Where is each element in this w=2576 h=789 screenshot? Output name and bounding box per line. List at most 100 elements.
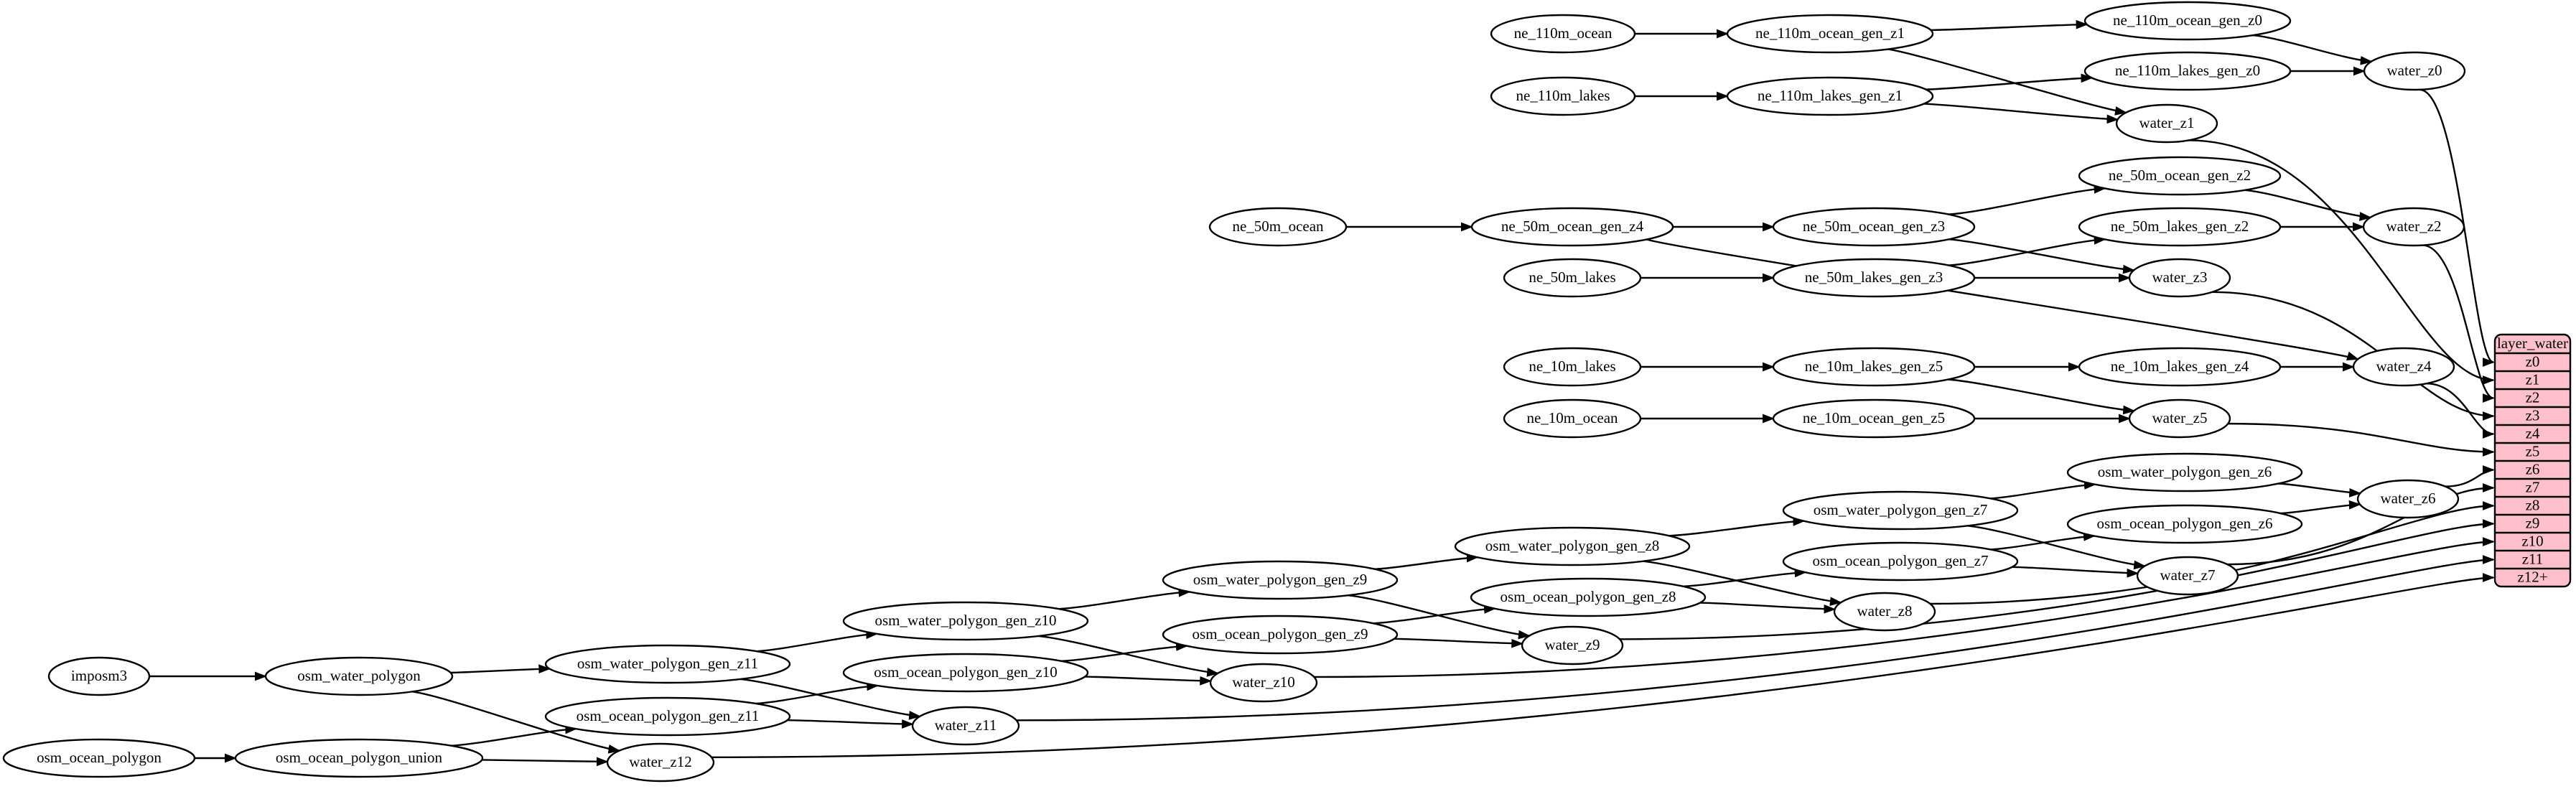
node-osm_water_polygon_gen_z7[interactable]: osm_water_polygon_gen_z7 [1782, 490, 2019, 531]
node-ne_110m_ocean_gen_z1[interactable]: ne_110m_ocean_gen_z1 [1726, 14, 1934, 54]
node-shape [1470, 207, 1674, 247]
legend-row-z12plus[interactable]: z12+ [2517, 568, 2547, 585]
legend-row-z9[interactable]: z9 [2526, 514, 2540, 531]
node-ne_50m_ocean_gen_z3[interactable]: ne_50m_ocean_gen_z3 [1772, 207, 1976, 247]
node-shape [1503, 398, 1642, 439]
node-label: osm_ocean_polygon_gen_z11 [577, 707, 760, 724]
node-label: ne_10m_lakes_gen_z4 [2111, 358, 2249, 375]
node-ne_50m_ocean_gen_z4[interactable]: ne_50m_ocean_gen_z4 [1470, 207, 1674, 247]
node-osm_water_polygon[interactable]: osm_water_polygon [264, 656, 454, 696]
node-water_z10[interactable]: water_z10 [1209, 663, 1318, 703]
node-osm_water_polygon_gen_z10[interactable]: osm_water_polygon_gen_z10 [842, 601, 1089, 641]
node-ne_110m_ocean_gen_z0[interactable]: ne_110m_ocean_gen_z0 [2083, 1, 2292, 41]
node-osm_water_polygon_gen_z6[interactable]: osm_water_polygon_gen_z6 [2066, 452, 2303, 492]
edge-osm_ocean_polygon_gen_z11-to-water_z11 [787, 719, 914, 729]
legend-row-z4[interactable]: z4 [2526, 424, 2540, 442]
legend-row-z2[interactable]: z2 [2526, 388, 2540, 406]
legend-row-z6[interactable]: z6 [2526, 460, 2540, 477]
node-ne_110m_lakes[interactable]: ne_110m_lakes [1490, 76, 1636, 116]
node-ne_10m_lakes[interactable]: ne_10m_lakes [1503, 347, 1642, 387]
legend-row-z0[interactable]: z0 [2526, 353, 2540, 370]
node-label: water_z11 [935, 716, 997, 734]
legend-layer: layer_waterz0z1z2z3z4z5z6z7z8z9z10z11z12… [2493, 333, 2572, 588]
node-water_z2[interactable]: water_z2 [2362, 207, 2465, 247]
node-water_z5[interactable]: water_z5 [2128, 398, 2231, 439]
node-ne_50m_lakes_gen_z3[interactable]: ne_50m_lakes_gen_z3 [1772, 258, 1976, 298]
edge-ne_10m_lakes_gen_z5-to-water_z5 [1948, 378, 2135, 415]
node-shape [1490, 76, 1636, 116]
node-imposm3[interactable]: imposm3 [47, 656, 151, 696]
node-shape [1772, 258, 1976, 298]
edge-ne_50m_ocean_gen_z4-to-water_z4 [1646, 238, 2359, 361]
legend-row-z1[interactable]: z1 [2526, 370, 2540, 388]
node-water_z8[interactable]: water_z8 [1833, 592, 1936, 632]
edge-ne_50m_lakes_gen_z3-to-ne_50m_lakes_gen_z2 [1949, 235, 2106, 266]
node-water_z12[interactable]: water_z12 [606, 742, 715, 783]
node-osm_ocean_polygon_gen_z7[interactable]: osm_ocean_polygon_gen_z7 [1782, 541, 2019, 582]
node-osm_ocean_polygon_gen_z10[interactable]: osm_ocean_polygon_gen_z10 [842, 653, 1089, 693]
legend-row-z3[interactable]: z3 [2526, 406, 2540, 424]
node-osm_water_polygon_gen_z8[interactable]: osm_water_polygon_gen_z8 [1454, 526, 1691, 566]
node-water_z4[interactable]: water_z4 [2352, 347, 2455, 387]
legend-row-z8[interactable]: z8 [2526, 496, 2540, 513]
edge-osm_ocean_polygon_gen_z11-to-osm_ocean_polygon_gen_z10 [755, 681, 879, 705]
node-water_z3[interactable]: water_z3 [2128, 258, 2231, 298]
node-shape [1833, 592, 1936, 632]
node-label: osm_water_polygon_gen_z11 [577, 655, 758, 672]
edge-ne_110m_lakes_gen_z1-to-water_z1 [1923, 103, 2119, 124]
node-osm_water_polygon_gen_z9[interactable]: osm_water_polygon_gen_z9 [1162, 560, 1399, 600]
node-shape [1726, 76, 1934, 116]
node-label: ne_110m_lakes_gen_z0 [2115, 62, 2260, 79]
node-label: ne_10m_lakes [1529, 358, 1615, 375]
node-label: osm_ocean_polygon [37, 749, 162, 766]
legend-row-z11[interactable]: z11 [2522, 550, 2544, 567]
node-ne_10m_ocean[interactable]: ne_10m_ocean [1503, 398, 1642, 439]
node-shape [234, 738, 484, 778]
node-ne_10m_ocean_gen_z5[interactable]: ne_10m_ocean_gen_z5 [1772, 398, 1976, 439]
edge-osm_ocean_polygon_gen_z7-to-water_z7 [2012, 566, 2139, 578]
edge-osm_ocean_polygon_gen_z8-to-water_z8 [1699, 602, 1837, 614]
node-osm_ocean_polygon_gen_z6[interactable]: osm_ocean_polygon_gen_z6 [2066, 504, 2303, 544]
node-label: osm_ocean_polygon_union [276, 749, 443, 766]
node-ne_50m_ocean_gen_z2[interactable]: ne_50m_ocean_gen_z2 [2078, 156, 2282, 196]
node-ne_110m_ocean[interactable]: ne_110m_ocean [1490, 14, 1636, 54]
node-ne_50m_ocean[interactable]: ne_50m_ocean [1208, 207, 1348, 247]
node-osm_ocean_polygon_gen_z8[interactable]: osm_ocean_polygon_gen_z8 [1470, 577, 1707, 617]
node-osm_ocean_polygon_gen_z11[interactable]: osm_ocean_polygon_gen_z11 [544, 696, 791, 737]
legend-row-z10[interactable]: z10 [2521, 532, 2543, 549]
node-osm_water_polygon_gen_z11[interactable]: osm_water_polygon_gen_z11 [544, 644, 791, 684]
node-label: water_z10 [1232, 673, 1294, 691]
node-osm_ocean_polygon_union[interactable]: osm_ocean_polygon_union [234, 738, 484, 778]
node-osm_ocean_polygon[interactable]: osm_ocean_polygon [2, 738, 196, 778]
node-ne_110m_lakes_gen_z1[interactable]: ne_110m_lakes_gen_z1 [1726, 76, 1934, 116]
node-shape [2356, 479, 2460, 519]
node-ne_50m_lakes[interactable]: ne_50m_lakes [1503, 258, 1642, 298]
legend-row-z5[interactable]: z5 [2526, 442, 2540, 459]
node-ne_50m_lakes_gen_z2[interactable]: ne_50m_lakes_gen_z2 [2078, 207, 2282, 247]
node-osm_ocean_polygon_gen_z9[interactable]: osm_ocean_polygon_gen_z9 [1162, 615, 1399, 655]
node-label: osm_water_polygon_gen_z9 [1193, 571, 1368, 588]
edge-water_z8-to-layer_water_z8 [1930, 501, 2495, 605]
node-water_z9[interactable]: water_z9 [1521, 625, 1624, 666]
edge-osm_ocean_polygon_gen_z7-to-osm_ocean_polygon_gen_z6 [1990, 531, 2096, 551]
edge-ne_50m_ocean_gen_z3-to-water_z3 [1949, 238, 2135, 274]
node-ne_10m_lakes_gen_z4[interactable]: ne_10m_lakes_gen_z4 [2078, 347, 2282, 387]
node-shape [2083, 51, 2292, 91]
node-water_z7[interactable]: water_z7 [2136, 556, 2239, 596]
edge-osm_ocean_polygon_gen_z10-to-osm_ocean_polygon_gen_z9 [1061, 642, 1188, 663]
node-label: water_z3 [2152, 269, 2208, 286]
node-ne_10m_lakes_gen_z5[interactable]: ne_10m_lakes_gen_z5 [1772, 347, 1976, 387]
edge-osm_water_polygon_gen_z8-to-osm_water_polygon_gen_z7 [1669, 516, 1806, 537]
legend-row-z7[interactable]: z7 [2526, 478, 2540, 495]
node-water_z11[interactable]: water_z11 [911, 706, 1020, 746]
node-label: osm_water_polygon_gen_z10 [874, 612, 1056, 629]
edge-osm_water_polygon-to-osm_water_polygon_gen_z11 [450, 664, 551, 674]
edge-water_z10-to-layer_water_z10 [1314, 537, 2495, 678]
node-water_z1[interactable]: water_z1 [2115, 103, 2218, 144]
node-water_z0[interactable]: water_z0 [2363, 51, 2466, 91]
node-label: ne_110m_lakes_gen_z1 [1758, 87, 1903, 104]
edge-osm_ocean_polygon_union-to-osm_ocean_polygon_gen_z11 [451, 724, 578, 747]
node-shape [1782, 490, 2019, 531]
node-water_z6[interactable]: water_z6 [2356, 479, 2460, 519]
node-ne_110m_lakes_gen_z0[interactable]: ne_110m_lakes_gen_z0 [2083, 51, 2292, 91]
